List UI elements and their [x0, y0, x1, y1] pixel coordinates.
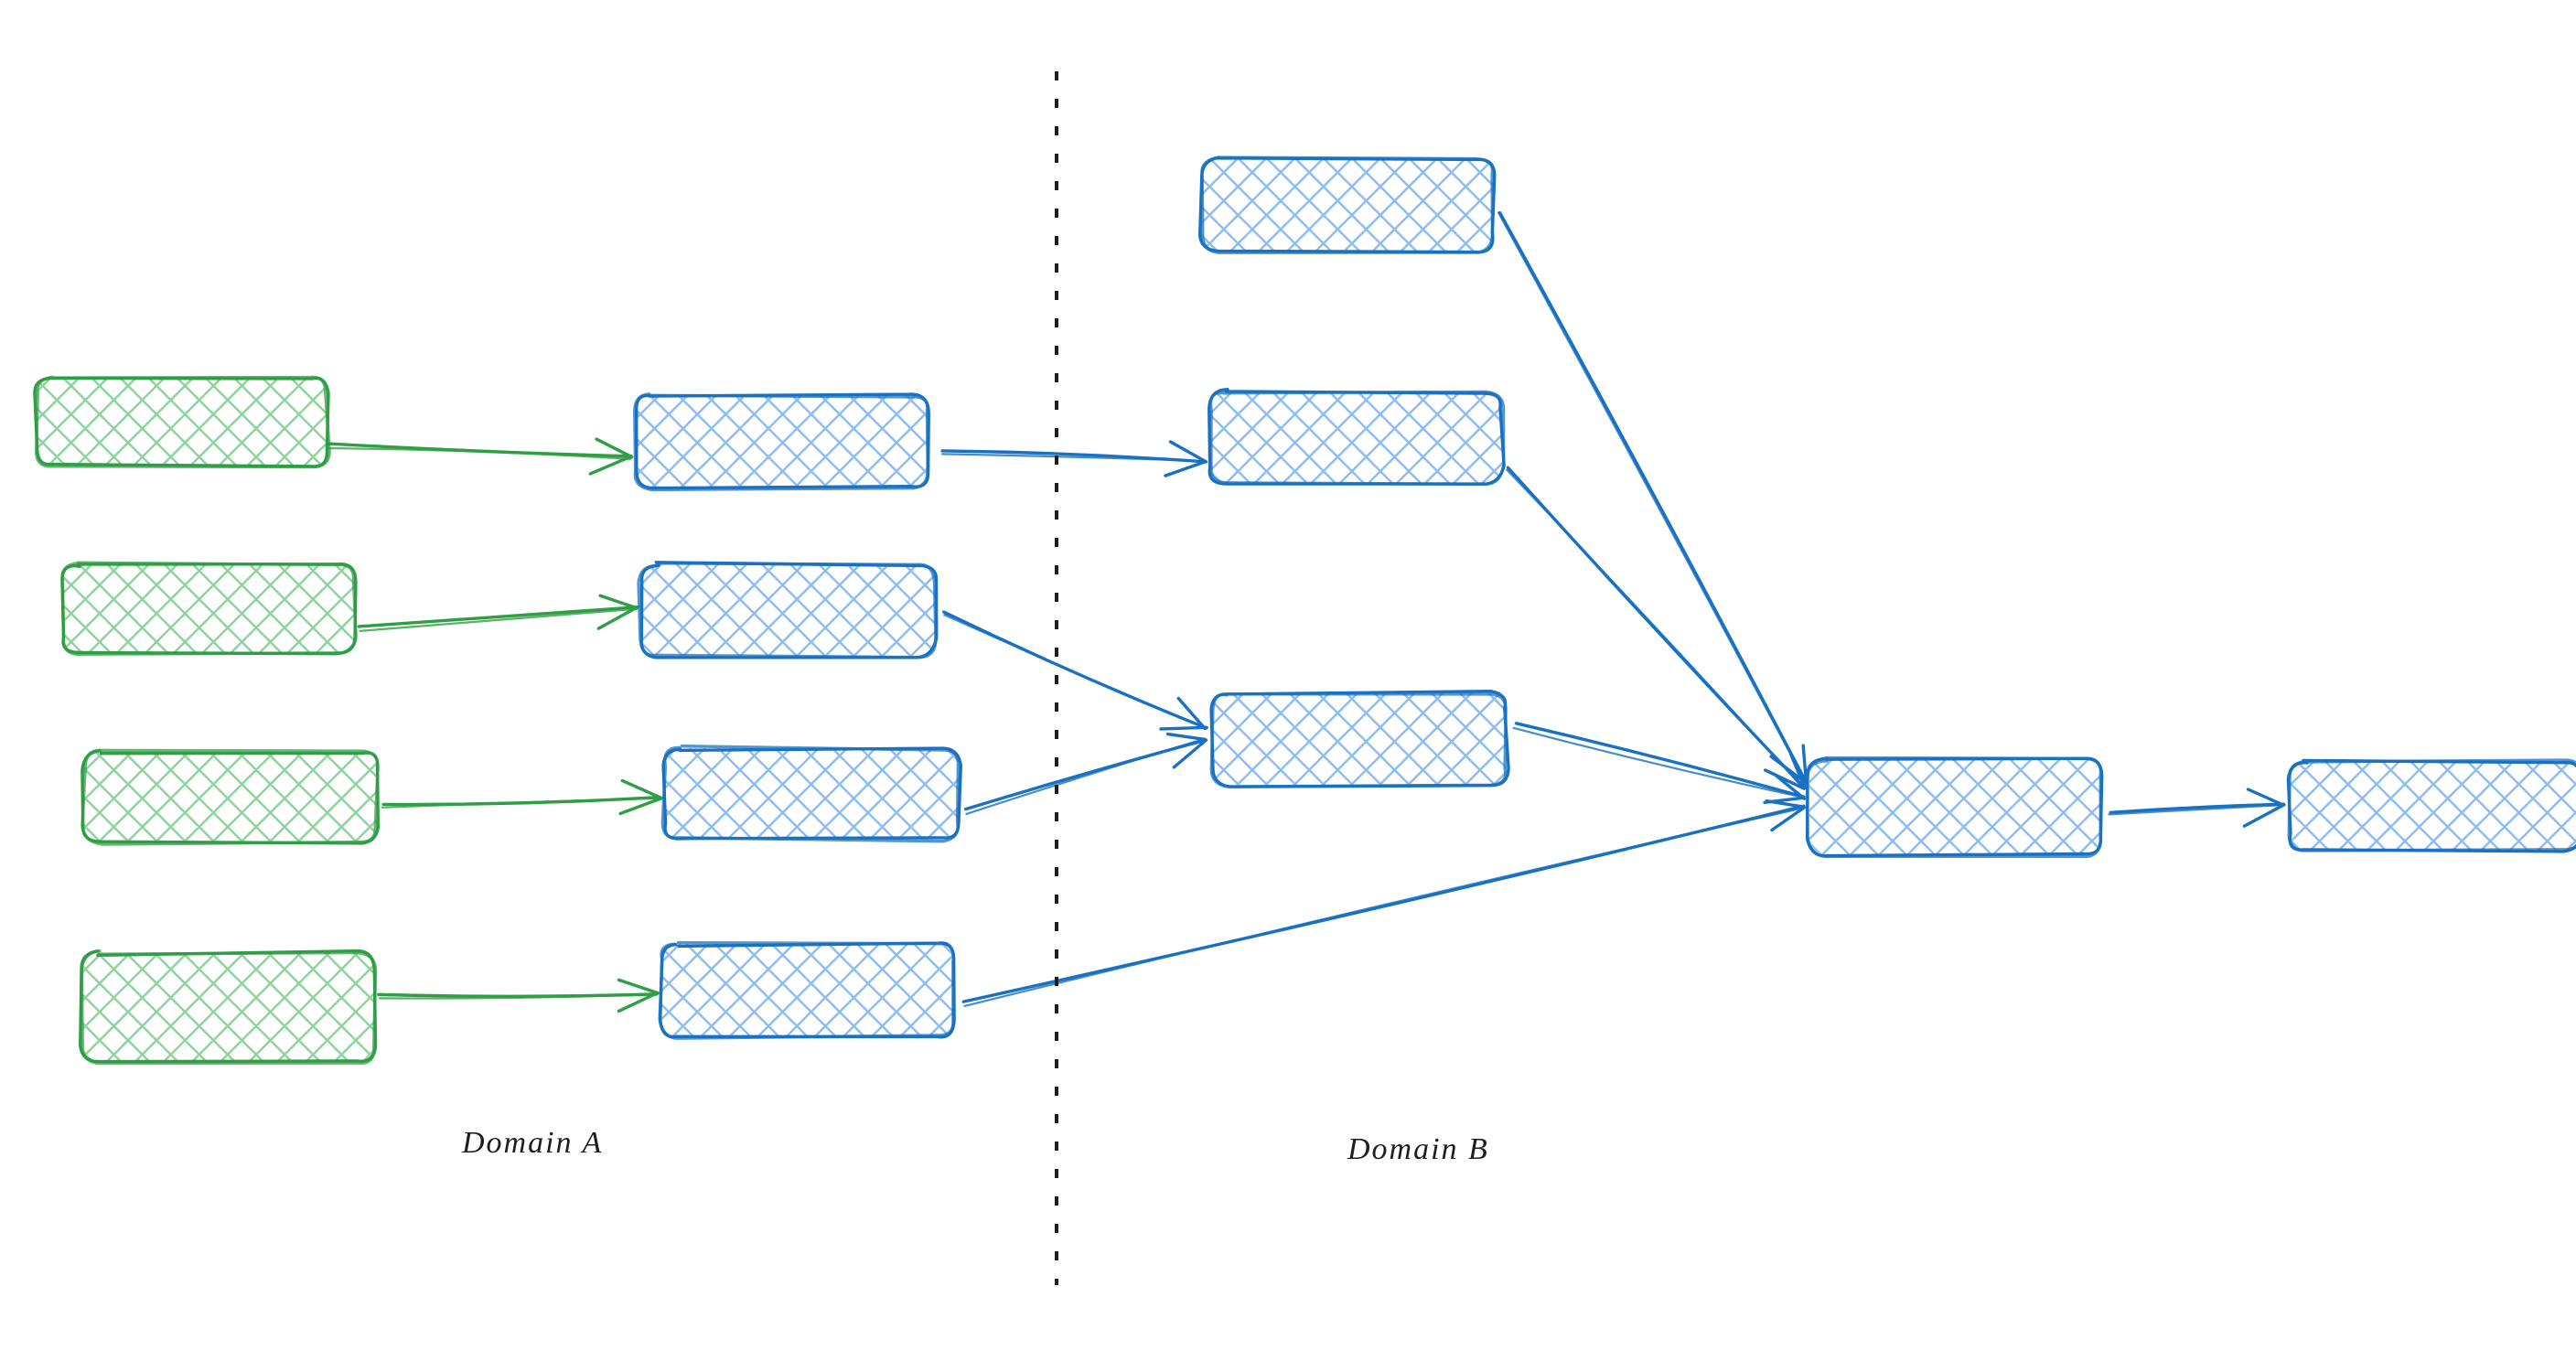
edge-a4-to-m4[interactable]: [377, 978, 660, 1013]
node-outline: [658, 940, 955, 1040]
node-b2[interactable]: [1208, 387, 1506, 487]
edge-b2-to-hub[interactable]: [1506, 466, 1807, 790]
node-outline: [1200, 155, 1495, 254]
node-outline: [633, 392, 929, 492]
edge-arrowhead-upper: [2242, 803, 2286, 828]
node-fill: [664, 748, 959, 840]
edge-shaft: [2108, 803, 2285, 816]
edge-a3-to-m3[interactable]: [381, 778, 663, 816]
node-m4[interactable]: [658, 940, 956, 1040]
edge-arrowhead-upper: [1164, 459, 1208, 477]
node-fill: [1212, 693, 1507, 785]
edge-shaft: [943, 614, 1207, 729]
edge-shaft: [1497, 210, 1809, 786]
edge-arrowhead-upper: [1770, 806, 1807, 832]
edge-shaft: [327, 442, 633, 458]
edge-arrowhead-lower: [598, 594, 639, 610]
node-a2[interactable]: [60, 561, 358, 656]
edges-layer: [327, 210, 2286, 1013]
edge-shaft: [381, 797, 663, 809]
edge-m4-to-hub[interactable]: [961, 799, 1807, 1007]
edge-shaft: [1497, 211, 1808, 786]
node-outline: [35, 375, 331, 469]
edge-arrowhead-upper: [1159, 725, 1208, 731]
edge-arrowhead-upper: [618, 796, 663, 816]
edge-b1-to-hub[interactable]: [1497, 210, 1809, 786]
edge-arrowhead-upper: [596, 605, 639, 630]
edge-arrowhead-lower: [1789, 752, 1807, 790]
edge-shaft: [327, 446, 632, 460]
node-fill: [62, 564, 355, 654]
domain-b-label: Domain B: [1347, 1132, 1489, 1166]
node-outline: [80, 748, 380, 846]
node-fill: [82, 953, 375, 1063]
edge-shaft: [381, 795, 662, 807]
node-fill: [640, 564, 935, 656]
node-b3[interactable]: [1209, 690, 1510, 788]
edge-arrowhead-upper: [1763, 768, 1806, 790]
node-outline: [60, 561, 358, 656]
node-fill: [635, 395, 928, 488]
edge-shaft: [965, 737, 1207, 816]
node-b1[interactable]: [1197, 155, 1497, 254]
node-outline: [637, 562, 938, 659]
edge-hub-to-out[interactable]: [2108, 788, 2286, 828]
edge-arrowhead-lower: [1168, 440, 1207, 463]
edge-arrowhead-lower: [595, 437, 634, 459]
edge-a2-to-m2[interactable]: [357, 594, 639, 632]
node-fill: [37, 377, 327, 466]
node-a1[interactable]: [33, 375, 331, 469]
node-fill: [1209, 391, 1502, 483]
edge-arrowhead-lower: [2246, 788, 2285, 807]
edge-arrowhead-upper: [617, 991, 659, 1013]
node-fill: [84, 752, 377, 843]
edge-shaft: [2109, 802, 2286, 815]
edge-arrowhead-upper: [588, 455, 633, 476]
nodes-layer: [33, 155, 2576, 1066]
edge-shaft: [359, 607, 638, 632]
node-outline: [1806, 756, 2103, 859]
edge-shaft: [357, 606, 639, 628]
edge-shaft: [961, 804, 1806, 1003]
edge-arrowhead-lower: [1176, 696, 1207, 731]
node-fill: [2289, 761, 2576, 851]
edge-arrowhead-lower: [620, 778, 661, 799]
edge-shaft: [940, 453, 1207, 463]
node-fill: [1809, 759, 2102, 854]
edge-shaft: [1506, 468, 1805, 789]
node-out[interactable]: [2286, 758, 2576, 853]
edge-m2-to-b3[interactable]: [942, 610, 1208, 731]
edge-a1-to-m1[interactable]: [327, 437, 634, 476]
edge-m3-to-b3[interactable]: [963, 732, 1208, 816]
node-outline: [660, 745, 961, 843]
node-m2[interactable]: [637, 561, 939, 659]
edge-shaft: [963, 807, 1806, 1007]
node-outline: [1208, 390, 1506, 487]
node-m3[interactable]: [660, 745, 962, 843]
node-m1[interactable]: [633, 392, 930, 492]
edge-m1-to-b2[interactable]: [940, 440, 1208, 477]
edge-b3-to-hub[interactable]: [1512, 722, 1807, 804]
edge-shaft: [942, 610, 1208, 730]
edge-shaft: [1512, 726, 1805, 799]
edge-shaft: [378, 992, 658, 1000]
node-hub[interactable]: [1805, 756, 2104, 859]
node-a4[interactable]: [79, 949, 378, 1066]
node-outline: [2287, 758, 2576, 852]
edge-arrowhead-upper: [1763, 796, 1806, 804]
node-outline: [1209, 692, 1508, 788]
edge-arrowhead-lower: [1773, 772, 1807, 800]
domain-a-label: Domain A: [462, 1126, 604, 1160]
node-fill: [660, 944, 955, 1037]
node-a3[interactable]: [80, 748, 381, 846]
edge-arrowhead-upper: [1172, 738, 1208, 769]
edge-arrowhead-lower: [1165, 732, 1207, 741]
edge-arrowhead-lower: [617, 978, 660, 995]
node-outline: [80, 949, 378, 1066]
edge-shaft: [1514, 722, 1806, 799]
node-fill: [1201, 159, 1494, 251]
